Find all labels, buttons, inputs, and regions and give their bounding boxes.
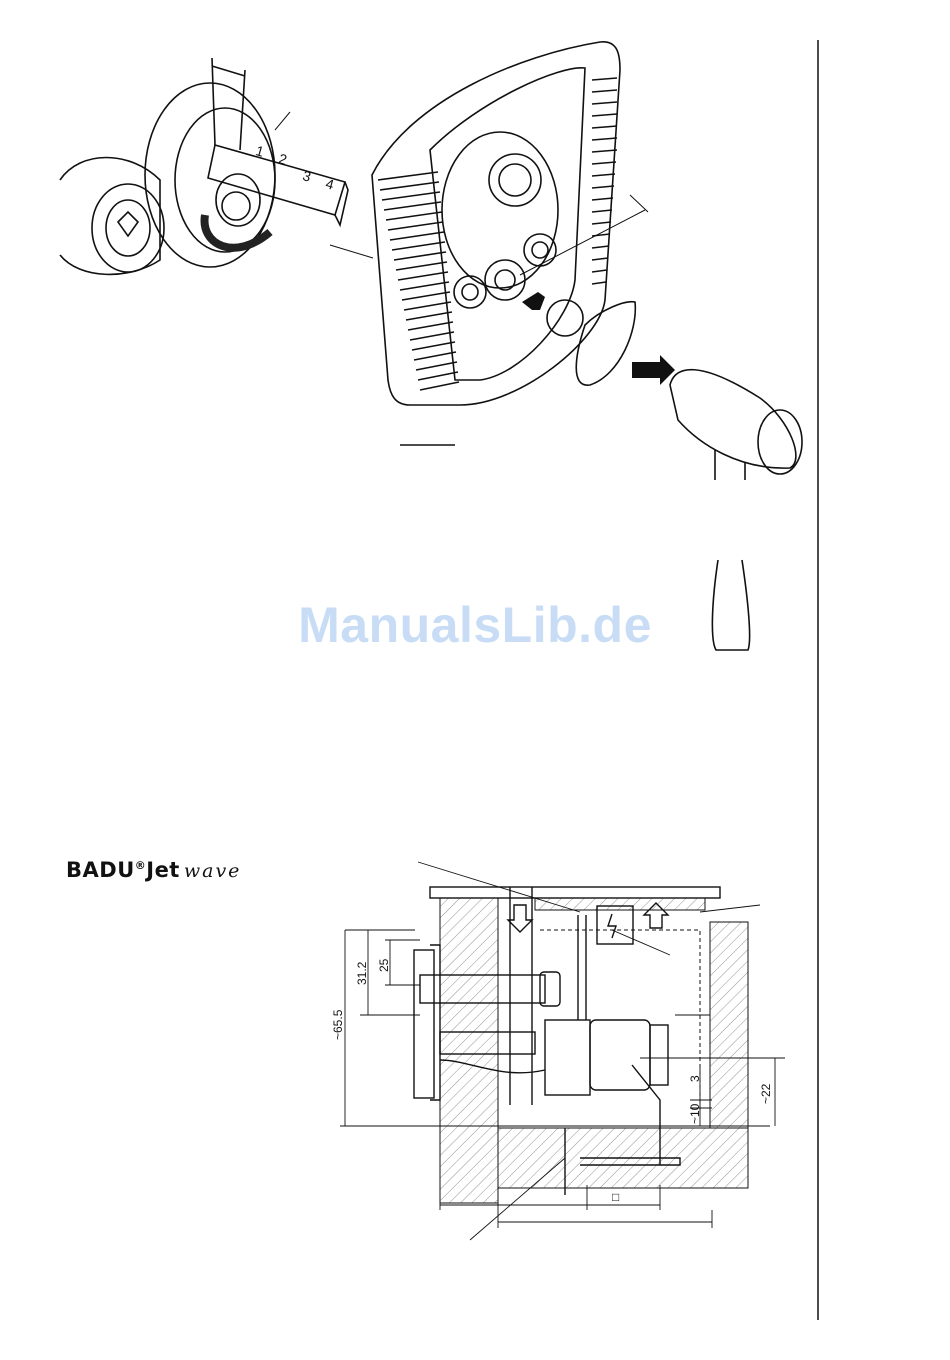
- dimension-22: ~22: [759, 1084, 773, 1104]
- dimension-25: 25: [377, 959, 391, 972]
- dimension-65-5: ~65.5: [331, 1010, 345, 1040]
- dimension-31-2: 31.2: [355, 962, 369, 985]
- dimension-3: 3: [688, 1075, 702, 1082]
- dimension-square: □: [612, 1190, 619, 1204]
- dimension-10: ~10: [688, 1104, 702, 1124]
